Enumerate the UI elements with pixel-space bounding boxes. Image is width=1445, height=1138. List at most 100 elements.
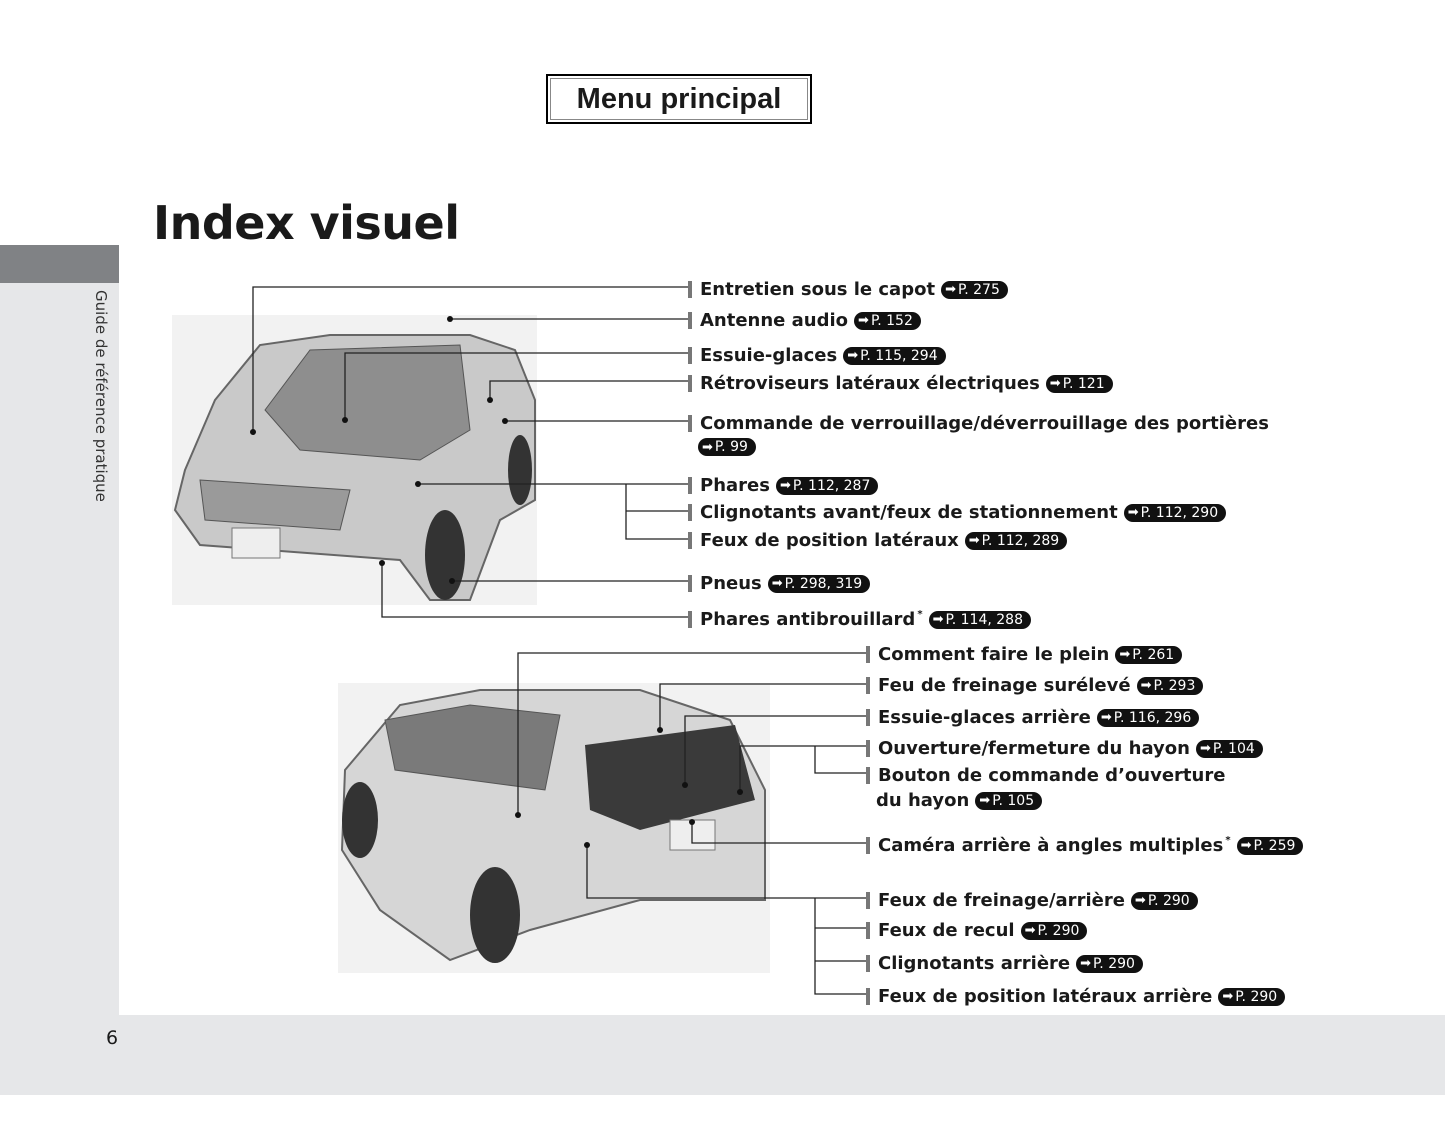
- marker-bar: [688, 575, 692, 592]
- index-item: Feu de freinage surélevé ➡P. 293: [866, 675, 1204, 696]
- index-item: Antenne audio ➡P. 152: [688, 310, 921, 331]
- item-label: Feux de position latéraux arrière: [878, 986, 1213, 1007]
- leader-lines: [252, 286, 866, 995]
- page-reference-link[interactable]: ➡P. 290: [1130, 891, 1198, 910]
- index-item: Comment faire le plein ➡P. 261: [866, 644, 1183, 665]
- arrow-icon: ➡: [1100, 710, 1112, 725]
- footer-band: [0, 1015, 1445, 1095]
- item-label-line2: du hayon: [876, 790, 970, 811]
- arrow-icon: ➡: [968, 533, 980, 548]
- page-reference-link[interactable]: ➡P. 99: [698, 438, 756, 456]
- page-reference-link[interactable]: ➡P. 104: [1195, 739, 1263, 758]
- rear-car-illustration: [338, 683, 770, 973]
- marker-bar: [866, 892, 870, 909]
- index-item: Pneus➡P. 298, 319: [688, 573, 871, 594]
- item-label: Essuie-glaces: [700, 345, 838, 366]
- page-reference-link[interactable]: ➡P. 290: [1020, 921, 1088, 940]
- sidebar-section-label[interactable]: Guide de référence pratique: [92, 290, 110, 502]
- index-item: Clignotants arrière ➡P. 290: [866, 953, 1143, 974]
- index-item: Caméra arrière à angles multiples* ➡P. 25…: [866, 835, 1304, 856]
- page-reference-link[interactable]: ➡P. 105: [975, 791, 1043, 810]
- page-reference-link[interactable]: ➡P. 115, 294: [843, 346, 946, 365]
- page-reference-link[interactable]: ➡P. 290: [1076, 954, 1143, 973]
- index-item: Rétroviseurs latéraux électriques ➡P. 121: [688, 373, 1113, 394]
- main-menu-button[interactable]: Menu principal: [546, 74, 812, 124]
- page-reference-link[interactable]: ➡P. 112, 289: [964, 531, 1068, 550]
- marker-bar: [866, 955, 870, 972]
- item-label: Caméra arrière à angles multiples: [878, 835, 1224, 856]
- page-reference-link[interactable]: ➡P. 116, 296: [1096, 708, 1200, 727]
- arrow-icon: ➡: [979, 793, 991, 808]
- arrow-icon: ➡: [1240, 838, 1252, 853]
- page-number: 6: [106, 1027, 119, 1049]
- page-reference-link[interactable]: ➡P. 275: [941, 280, 1008, 299]
- index-item: Essuie-glaces arrière ➡P. 116, 296: [866, 707, 1200, 728]
- marker-bar: [866, 988, 870, 1005]
- index-item-continued: ➡P. 99: [698, 438, 756, 456]
- marker-bar: [688, 347, 692, 364]
- arrow-icon: ➡: [1140, 678, 1152, 693]
- arrow-icon: ➡: [771, 576, 783, 591]
- arrow-icon: ➡: [702, 439, 713, 455]
- marker-bar: [688, 532, 692, 549]
- sidebar-tab[interactable]: [0, 245, 119, 283]
- index-item: Essuie-glaces ➡P. 115, 294: [688, 345, 946, 366]
- arrow-icon: ➡: [1134, 893, 1146, 908]
- arrow-icon: ➡: [779, 478, 791, 493]
- page-reference-link[interactable]: ➡P. 290: [1218, 987, 1286, 1006]
- item-label: Clignotants avant/feux de stationnement: [700, 502, 1118, 523]
- arrow-icon: ➡: [1199, 741, 1211, 756]
- index-item-continued: du hayon ➡P. 105: [876, 790, 1043, 811]
- marker-bar: [688, 375, 692, 392]
- index-item: Clignotants avant/feux de stationnement ➡…: [688, 502, 1227, 523]
- index-item: Phares➡P. 112, 287: [688, 475, 879, 496]
- index-item: Feux de position latéraux arrière ➡P. 290: [866, 986, 1286, 1007]
- item-label: Feux de freinage/arrière: [878, 890, 1125, 911]
- index-item: Feux de freinage/arrière ➡P. 290: [866, 890, 1198, 911]
- page-reference-link[interactable]: ➡P. 114, 288: [928, 610, 1031, 629]
- index-item: Entretien sous le capot➡P. 275: [688, 279, 1008, 300]
- page-reference-link[interactable]: ➡P. 298, 319: [767, 574, 871, 593]
- arrow-icon: ➡: [847, 348, 859, 363]
- item-label: Rétroviseurs latéraux électriques: [700, 373, 1040, 394]
- marker-bar: [866, 922, 870, 939]
- arrow-icon: ➡: [1049, 376, 1061, 391]
- page-reference-link[interactable]: ➡P. 112, 290: [1123, 503, 1227, 522]
- marker-bar: [688, 281, 692, 298]
- arrow-icon: ➡: [1222, 989, 1234, 1004]
- index-item: Phares antibrouillard*➡P. 114, 288: [688, 609, 1031, 630]
- page-reference-link[interactable]: ➡P. 112, 287: [775, 476, 879, 495]
- arrow-icon: ➡: [932, 612, 944, 627]
- index-item: Feux de recul ➡P. 290: [866, 920, 1088, 941]
- arrow-icon: ➡: [1119, 647, 1131, 662]
- item-label: Essuie-glaces arrière: [878, 707, 1091, 728]
- page-reference-link[interactable]: ➡P. 293: [1136, 676, 1204, 695]
- marker-bar: [688, 504, 692, 521]
- marker-bar: [688, 611, 692, 628]
- item-label: Commande de verrouillage/déverrouillage …: [700, 413, 1269, 434]
- item-label: Ouverture/fermeture du hayon: [878, 738, 1190, 759]
- page-title: Index visuel: [153, 196, 460, 250]
- marker-bar: [866, 837, 870, 854]
- item-label: Antenne audio: [700, 310, 849, 331]
- item-label: Feux de position latéraux: [700, 530, 959, 551]
- page-reference-link[interactable]: ➡P. 261: [1115, 645, 1183, 664]
- index-item: Feux de position latéraux ➡P. 112, 289: [688, 530, 1068, 551]
- page-reference-link[interactable]: ➡P. 121: [1045, 374, 1113, 393]
- asterisk: *: [1225, 835, 1231, 846]
- arrow-icon: ➡: [1127, 505, 1139, 520]
- index-item: Bouton de commande d’ouverture: [866, 765, 1225, 786]
- item-label: Clignotants arrière: [878, 953, 1071, 974]
- page-reference-link[interactable]: ➡P. 259: [1236, 836, 1304, 855]
- marker-bar: [866, 646, 870, 663]
- marker-bar: [866, 677, 870, 694]
- page-reference-link[interactable]: ➡P. 152: [854, 311, 921, 330]
- marker-bar: [688, 312, 692, 329]
- item-label: Comment faire le plein: [878, 644, 1110, 665]
- front-car-illustration: [172, 315, 537, 605]
- item-label: Bouton de commande d’ouverture: [878, 765, 1226, 786]
- item-label: Feux de recul: [878, 920, 1015, 941]
- asterisk: *: [917, 609, 923, 620]
- item-label: Feu de freinage surélevé: [878, 675, 1131, 696]
